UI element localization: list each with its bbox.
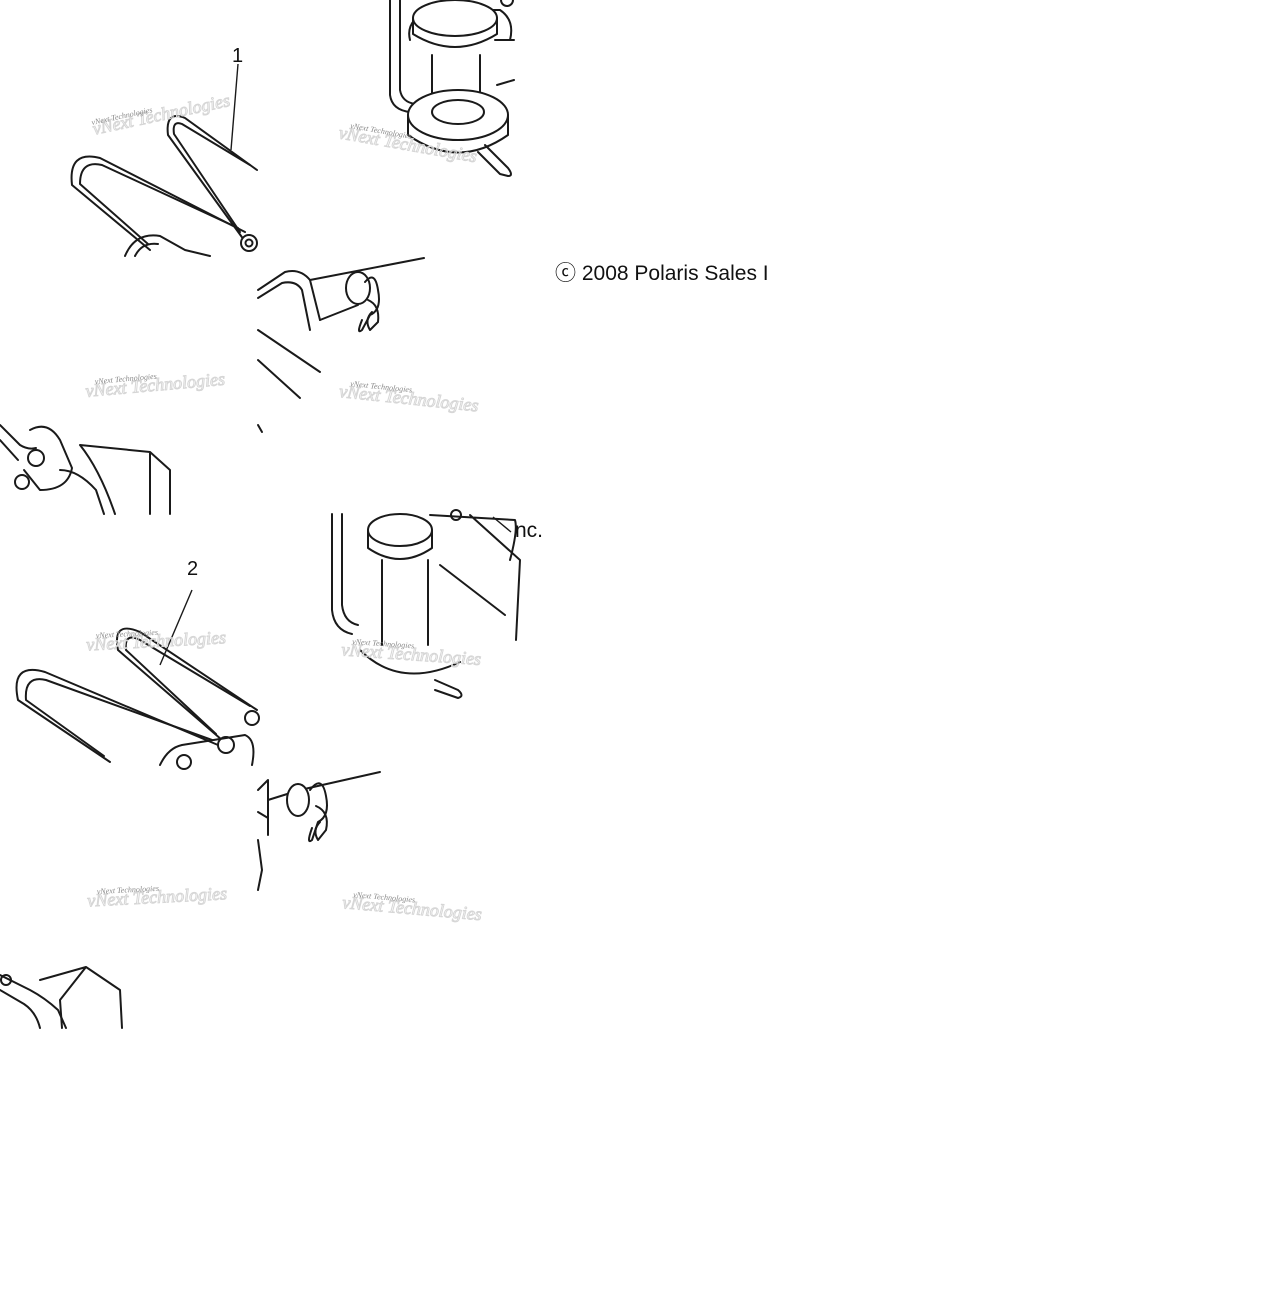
pin-cap-2 <box>367 513 433 547</box>
watermark: vNext Technologies vNext Technologies <box>341 890 483 925</box>
tile-c <box>257 257 425 433</box>
callout-number-1: 1 <box>232 45 243 67</box>
svg-text:vNext Technologies: vNext Technologies <box>96 628 159 640</box>
tile-e <box>15 589 260 770</box>
pin-head <box>240 234 258 252</box>
loop-wire-inner <box>70 155 246 251</box>
watermark: vNext Technologies vNext Technologies <box>86 883 228 911</box>
pin-shaft-2 <box>381 559 429 646</box>
cotter-tail-2 <box>434 679 463 699</box>
receiver-tube-end-2 <box>39 966 123 1029</box>
tile-b <box>389 0 515 177</box>
pin-shaft <box>431 54 481 96</box>
assembly-1 <box>0 0 515 515</box>
pin-cap <box>412 0 498 37</box>
pin-end-2 <box>286 783 310 817</box>
copyright-text: ⓒ 2008 Polaris Sales I <box>555 262 769 285</box>
watermark-layer: vNext Technologies vNext Technologies vN… <box>84 90 483 925</box>
leader-line-1 <box>230 63 239 151</box>
tile-g <box>257 771 381 891</box>
callout-number-2: 2 <box>187 558 198 580</box>
loop-wire-inner-2 <box>15 669 219 763</box>
tile-f <box>331 509 521 699</box>
tile-h <box>0 966 123 1029</box>
pin-washer <box>407 89 509 141</box>
svg-text:vNext Technologies: vNext Technologies <box>97 884 160 896</box>
loop-wire-outer <box>166 115 258 241</box>
assembly-2 <box>0 509 521 1029</box>
svg-text:vNext Technologies: vNext Technologies <box>352 637 415 650</box>
watermark: vNext Technologies vNext Technologies <box>85 627 227 655</box>
watermark: vNext Technologies vNext Technologies <box>84 368 226 401</box>
cotter-tail <box>477 144 512 177</box>
tile-d <box>0 424 171 515</box>
tile-a <box>70 63 258 257</box>
pin-end <box>345 271 371 305</box>
watermark: vNext Technologies vNext Technologies <box>340 637 482 669</box>
watermark: vNext Technologies vNext Technologies <box>90 90 232 140</box>
copyright-text-continued: nc. <box>515 519 543 542</box>
leader-line-2 <box>159 589 193 666</box>
receiver-tube-end <box>79 444 171 515</box>
watermark: vNext Technologies vNext Technologies <box>338 379 480 416</box>
loop-wire-outer-2 <box>116 627 258 741</box>
